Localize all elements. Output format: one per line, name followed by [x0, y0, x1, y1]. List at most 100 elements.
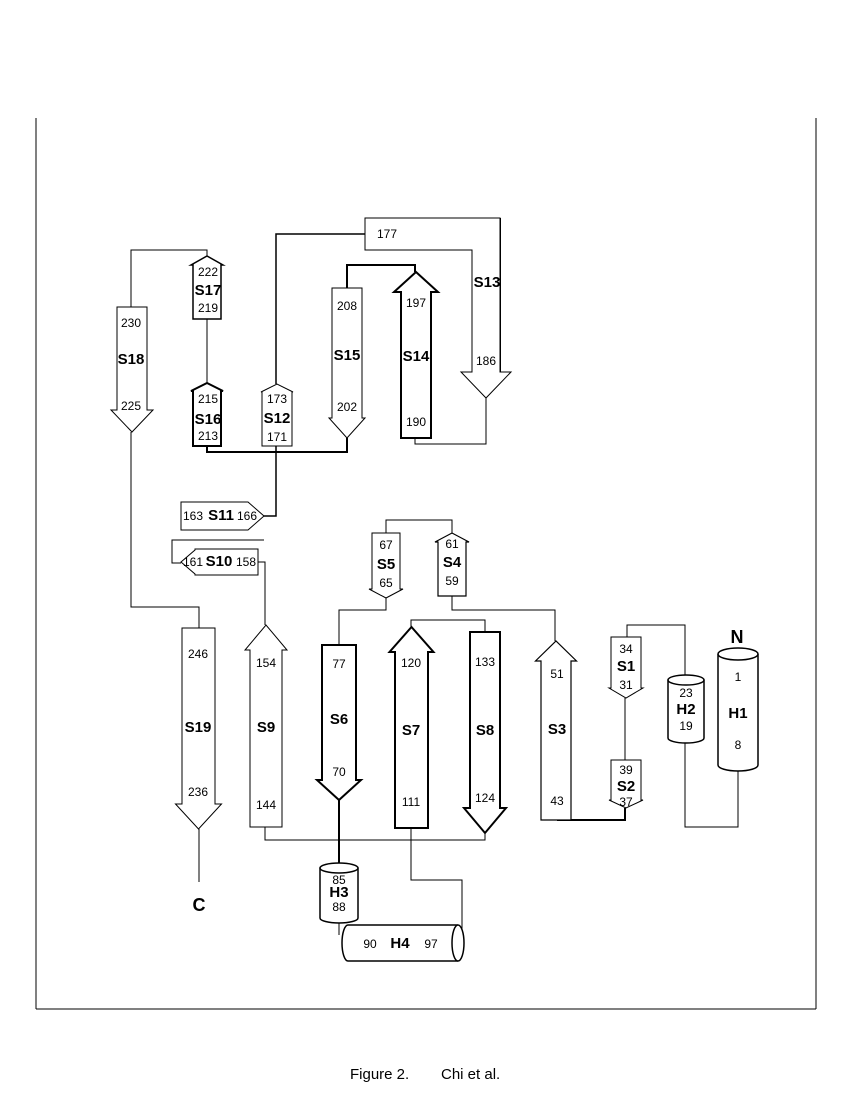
- strand-s17-end-label: 222: [198, 265, 218, 279]
- strand-s7-start-label: 111: [402, 795, 421, 809]
- strand-s9-arrow: [243, 624, 289, 828]
- helix-h4-name: H4: [390, 935, 410, 952]
- strand-s1-arrow: [607, 636, 645, 699]
- strand-s3-start-label: 43: [550, 794, 564, 808]
- helix-h1-start-label: 1: [735, 670, 742, 684]
- helix-h1-body: [717, 654, 759, 772]
- strand-s9-end-label: 154: [256, 656, 276, 670]
- helix-h3-name: H3: [329, 884, 348, 901]
- strand-s1-end-label: 34: [619, 642, 633, 656]
- strand-s5-start-label: 65: [379, 576, 393, 590]
- strand-s2-end-label: 39: [619, 763, 633, 777]
- helix-h3-cap: [319, 862, 359, 874]
- strand-s15-arrow: [327, 287, 367, 439]
- strand-s5-arrow: [368, 532, 404, 599]
- strand-s8-arrow: [461, 631, 509, 835]
- strand-s11-name: S11: [208, 507, 234, 524]
- strand-s19-name: S19: [185, 719, 212, 736]
- strand-s13-arrow: [364, 217, 513, 399]
- diagram-frame: [35, 118, 817, 1010]
- strand-s3-name: S3: [548, 721, 566, 738]
- strand-s13-start-label: 177: [377, 227, 397, 241]
- helix-h1-name: H1: [728, 705, 747, 722]
- strand-s9-start-label: 144: [256, 798, 276, 812]
- helix-h4-end-label: 97: [424, 937, 438, 951]
- helix-h4-start-label: 90: [363, 937, 377, 951]
- strand-s13-end-label: 186: [476, 354, 496, 368]
- strand-s1-name: S1: [617, 658, 635, 675]
- helix-h2-name: H2: [676, 701, 695, 718]
- strand-s9-name: S9: [257, 719, 275, 736]
- strand-s1-start-label: 31: [619, 678, 633, 692]
- strand-s7-arrow: [387, 625, 436, 829]
- helix-h2-body: [667, 680, 705, 744]
- strand-s19-end-label: 246: [188, 647, 208, 661]
- strand-s18-end-label: 230: [121, 316, 141, 330]
- helix-h3-end-label: 88: [332, 900, 346, 914]
- connecting-loops: [130, 218, 739, 943]
- strand-s14-name: S14: [403, 348, 430, 365]
- strand-s10-arrow: [180, 548, 259, 576]
- strand-s15-start-label: 202: [337, 400, 357, 414]
- strand-s15-end-label: 208: [337, 299, 357, 313]
- strand-s18-start-label: 225: [121, 399, 141, 413]
- strand-s12-start-label: 171: [267, 430, 287, 444]
- helix-h3-start-label: 85: [332, 873, 346, 887]
- strand-s18-arrow: [109, 306, 155, 433]
- strand-s8-name: S8: [476, 722, 494, 739]
- helix-h4: 90 H4 97: [341, 924, 465, 962]
- strand-s4-end-label: 61: [445, 537, 459, 551]
- strand-s14-start-label: 190: [406, 415, 426, 429]
- figure-caption: Figure 2.: [350, 1066, 410, 1083]
- strand-s16-name: S16: [195, 411, 222, 428]
- helix-h4-body: [341, 924, 458, 962]
- strand-s4-arrow: [434, 532, 470, 597]
- strand-s8-end-label: 133: [475, 655, 495, 669]
- helix-h4-cap: [451, 924, 465, 962]
- strand-s5-name: S5: [377, 556, 395, 573]
- strand-s17-name: S17: [195, 282, 222, 299]
- strand-s6-start-label: 70: [332, 765, 346, 779]
- strand-s15-name: S15: [334, 347, 361, 364]
- strand-s17-arrow: [188, 255, 226, 320]
- strand-s11-end-label: 166: [237, 509, 257, 523]
- strand-s3-arrow: [534, 640, 578, 821]
- strand-s2-arrow: [608, 759, 644, 809]
- helix-h3-body: [319, 868, 359, 924]
- strand-s13-name: S13: [474, 274, 501, 291]
- strand-s6-arrow: [314, 644, 364, 802]
- strand-s10-start-label: 158: [236, 555, 256, 569]
- strand-s16-start-label: 213: [198, 429, 218, 443]
- strand-s12-name: S12: [264, 410, 291, 427]
- figure-authors: Chi et al.: [441, 1066, 501, 1083]
- strand-s2-start-label: 37: [619, 795, 633, 809]
- strand-s16-arrow: [190, 381, 224, 447]
- strand-s8-start-label: 124: [475, 791, 495, 805]
- helix-h2-cap: [667, 674, 705, 686]
- strand-s11-start-label: 163: [183, 509, 203, 523]
- strand-s14-arrow: [391, 270, 441, 439]
- strand-s2-name: S2: [617, 778, 635, 795]
- strand-s12-arrow: [260, 383, 294, 447]
- helix-h2-end-label: 23: [679, 686, 693, 700]
- strand-s19-start-label: 236: [188, 785, 208, 799]
- secondary-structures: 34S13139S23751S34361S45967S56577S670120S…: [109, 217, 759, 962]
